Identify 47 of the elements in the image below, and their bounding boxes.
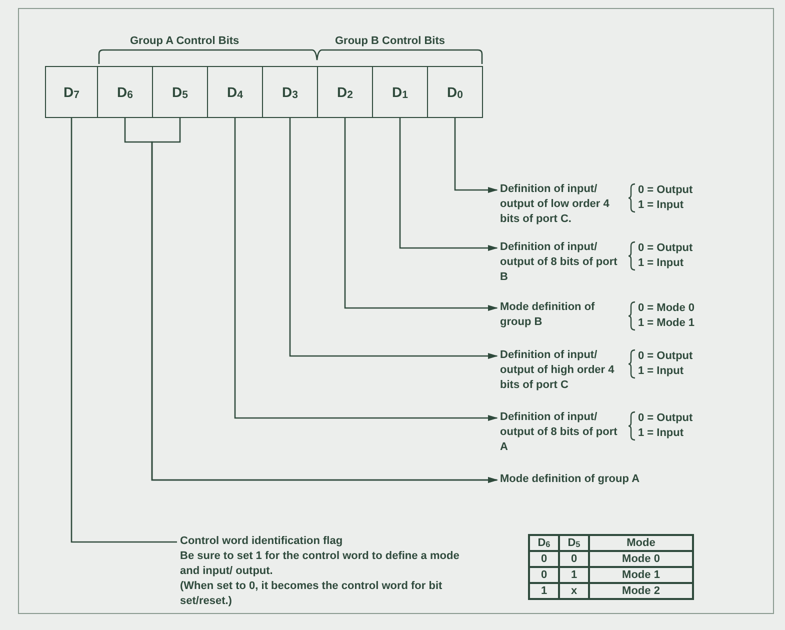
option-text: 0 = Output [638, 349, 693, 364]
description-text: Mode definition of group B [500, 300, 596, 330]
description-text: Mode definition of group A [500, 472, 641, 487]
option-text: 1 = Input [638, 256, 685, 271]
description-text: Definition of input/ output of high order 4 bits of port C [500, 348, 616, 393]
group-label: Group B Control Bits [335, 34, 445, 49]
table-cell: Mode 2 [589, 583, 693, 599]
table-cell: Mode 0 [589, 551, 693, 567]
connector-line [399, 118, 498, 251]
table-cell: D$_{6}$ [529, 535, 559, 551]
bit-cell: D$_{1}$ [372, 66, 428, 118]
bit-cell: D$_{5}$ [152, 66, 208, 118]
description-text: Definition of input/ output of 8 bits of port B [500, 240, 618, 285]
bit-cell: D$_{4}$ [207, 66, 263, 118]
description-text: (When set to 0, it becomes the control word for bit set/reset.) [180, 579, 444, 609]
description-text: Definition of input/ output of low order 4 bits of port C. [500, 182, 610, 227]
connector-line [344, 118, 498, 311]
bit-cell: D$_{7}$ [45, 66, 98, 118]
group-label: Group A Control Bits [130, 34, 240, 49]
bit-cell: D$_{6}$ [97, 66, 153, 118]
table-cell: 1 [529, 583, 559, 599]
option-text: 0 = Output [638, 241, 693, 256]
connector-line [234, 118, 498, 421]
bit-cell: D$_{2}$ [317, 66, 373, 118]
bit-cell: D$_{3}$ [262, 66, 318, 118]
connector-line [454, 118, 498, 193]
option-text: 0 = Output [638, 183, 693, 198]
option-text: 1 = Mode 1 [638, 316, 695, 331]
option-text: 1 = Input [638, 364, 685, 379]
table-cell: 0 [559, 551, 589, 567]
table-cell: 1 [559, 567, 589, 583]
table-cell: Mode [589, 535, 693, 551]
connector-line [70, 118, 177, 543]
table-cell: D$_{5}$ [559, 535, 589, 551]
table-cell: Mode 1 [589, 567, 693, 583]
table-cell: x [559, 583, 589, 599]
description-text: Control word identification flag [180, 534, 344, 549]
option-text: 0 = Output [638, 411, 693, 426]
option-text: 1 = Input [638, 198, 685, 213]
option-text: 1 = Input [638, 426, 685, 441]
description-text: Definition of input/ output of 8 bits of port A [500, 410, 618, 455]
table-cell: 0 [529, 567, 559, 583]
connector-line [289, 118, 498, 359]
option-text: 0 = Mode 0 [638, 301, 695, 316]
description-text: Be sure to set 1 for the control word to define a mode and input/ output. [180, 549, 460, 579]
table-cell: 0 [529, 551, 559, 567]
bit-cell: D$_{0}$ [427, 66, 483, 118]
